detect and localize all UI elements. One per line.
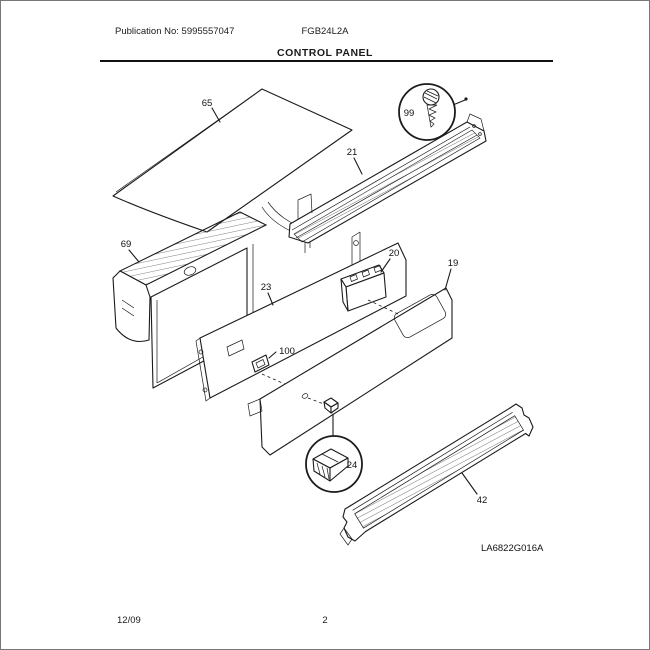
- callout-21: 21: [347, 147, 358, 158]
- part-19-glass-panel: 19: [247, 258, 459, 456]
- clip-icon: [312, 448, 349, 482]
- screw-icon: [422, 88, 440, 128]
- callout-20: 20: [389, 248, 400, 259]
- detail-circle-99: 99: [398, 83, 468, 141]
- callout-19: 19: [448, 258, 459, 269]
- page-title: CONTROL PANEL: [277, 47, 373, 59]
- part-20-clock: 20: [340, 248, 400, 315]
- callout-65: 65: [202, 98, 213, 109]
- callout-100: 100: [279, 346, 295, 357]
- part-21-top-trim-rail: 21: [288, 113, 487, 244]
- header-rule: [100, 60, 553, 62]
- part-69-console-body: 69: [112, 211, 268, 389]
- model-number: FGB24L2A: [301, 26, 349, 37]
- diagram-code: LA6822G016A: [481, 543, 544, 554]
- part-42-lower-trim-rail: 42: [339, 403, 534, 546]
- footer-page-number: 2: [322, 615, 328, 626]
- callout-99: 99: [404, 108, 415, 119]
- publication-number: Publication No: 5995557047: [115, 26, 235, 37]
- detail-circle-24: 24: [305, 435, 363, 493]
- part-100-clip: 100: [251, 346, 331, 407]
- callout-23: 23: [261, 282, 272, 293]
- callout-42: 42: [477, 495, 488, 506]
- part-65-top-sheet: 65: [112, 88, 353, 233]
- callout-69: 69: [121, 239, 132, 250]
- callout-24: 24: [347, 460, 358, 471]
- clip-on-panel: [323, 397, 339, 436]
- footer-date: 12/09: [117, 615, 141, 626]
